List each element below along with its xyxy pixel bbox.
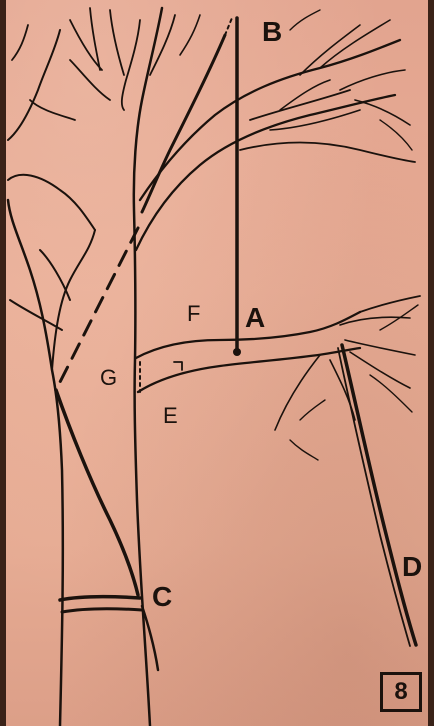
middle-limb-lower [138,348,360,392]
upper-limb-twig-2 [240,143,415,163]
trunk-sling-top [60,597,140,600]
upper-limb-lower [136,95,395,250]
anchor-point-a [233,348,241,356]
rope-g-to-c [56,390,138,595]
label-f: F [187,303,200,325]
upper-limb-twig-8 [280,80,330,110]
upper-limb-twig-1 [250,90,350,120]
trunk-sling-bottom [62,609,142,612]
upper-limb-twig-6 [340,70,405,90]
notch-symbol [174,362,182,370]
branch-upper-left-3 [8,175,95,230]
branch-top-4 [122,20,140,110]
rope-d-inner [338,348,410,646]
branch-top-6 [180,15,200,55]
middle-limb-twig-9 [370,375,412,412]
label-e: E [163,405,178,427]
branch-upper-left-4 [10,300,62,330]
upper-limb-twig-4 [300,25,360,75]
upper-limb-upper [140,40,400,200]
branch-top-2 [70,20,102,70]
middle-limb-twig-6 [275,355,320,430]
rope-b-dotted [225,18,232,35]
middle-limb-twig-3 [345,340,415,355]
figure-number: 8 [394,678,407,706]
dashed-guide-line [58,228,138,386]
branch-upper-left-8 [70,60,110,100]
label-a: A [245,304,265,332]
label-d: D [402,553,422,581]
rope-d [342,345,416,645]
middle-limb-twig-10 [290,440,318,460]
branch-top-3 [110,10,124,75]
branch-upper-left-6 [30,100,75,120]
label-c: C [152,583,172,611]
trunk-left-outline [8,200,63,726]
branch-upper-left-7 [12,25,28,60]
branch-upper-left-5 [8,30,60,140]
upper-limb-twig-5 [320,20,390,68]
label-b: B [262,18,282,46]
upper-limb-twig-10 [290,10,320,30]
branch-upper-left-1 [52,230,95,370]
trunk-right-outline [134,8,162,726]
label-g: G [100,367,117,389]
figure-number-box: 8 [380,672,422,712]
middle-limb-twig-7 [300,400,325,420]
upper-limb-twig-9 [380,120,412,150]
rope-b-to-trunk [142,35,225,212]
